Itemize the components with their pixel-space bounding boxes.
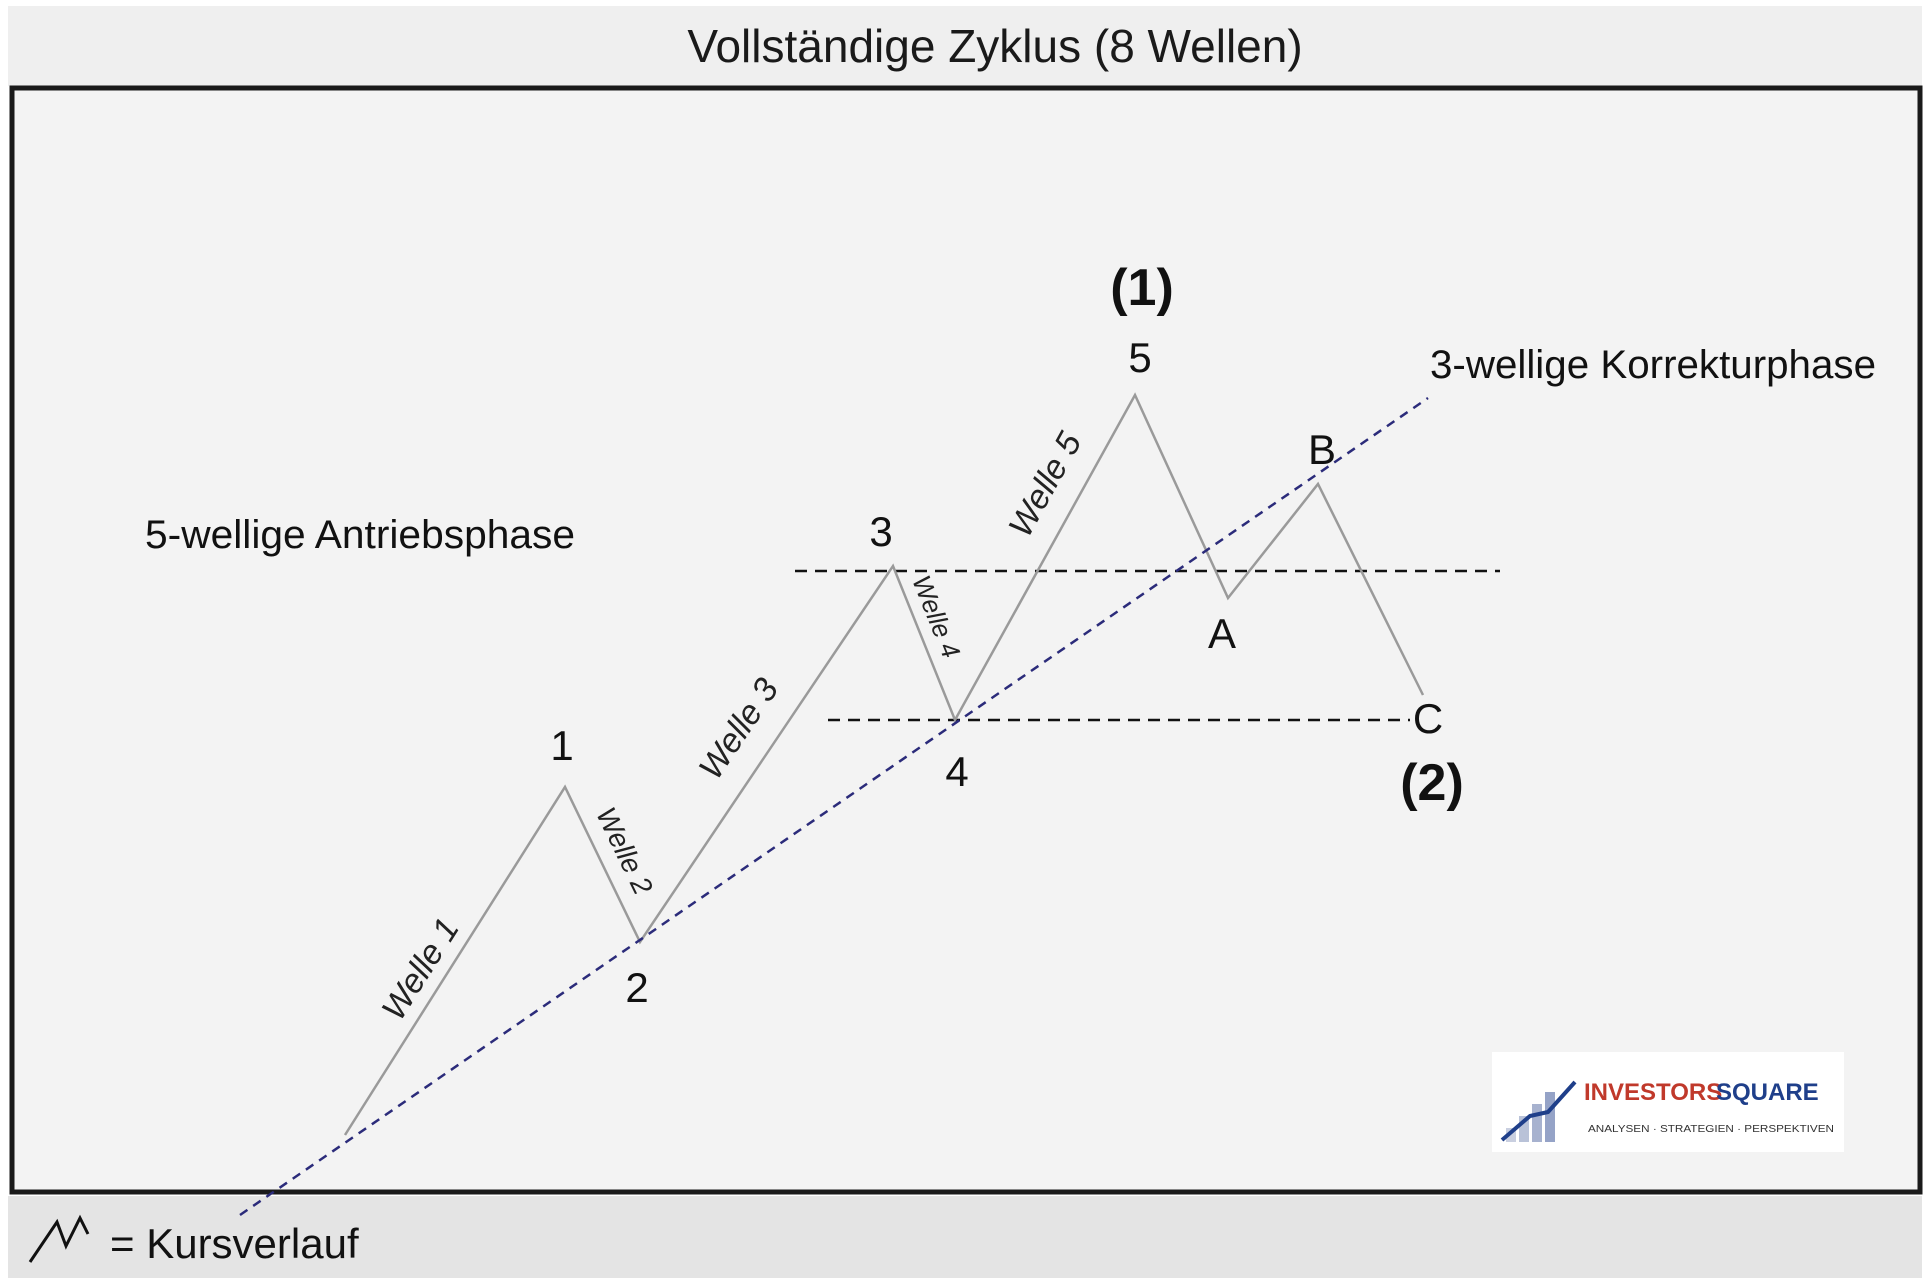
- price-path-legend-icon: [28, 1214, 90, 1263]
- plot-frame: [9, 85, 1923, 1195]
- point-label-2: 2: [625, 964, 648, 1011]
- svg-text:INVESTORS: INVESTORS: [1584, 1079, 1722, 1106]
- point-label-3: 3: [869, 508, 892, 555]
- correction-phase-label: 3-wellige Korrekturphase: [1430, 343, 1876, 387]
- point-label-a: A: [1208, 610, 1236, 657]
- svg-text:ANALYSEN · STRATEGIEN · PERSPE: ANALYSEN · STRATEGIEN · PERSPEKTIVEN: [1588, 1124, 1834, 1135]
- trend-line: [239, 396, 1429, 1217]
- point-label-b: B: [1308, 426, 1336, 473]
- investors-square-logo: INVESTORS SQUARE ANALYSEN · STRATEGIEN ·…: [1492, 1052, 1844, 1152]
- price-path: [343, 392, 1425, 1136]
- point-label-4: 4: [945, 748, 968, 795]
- point-label-1: 1: [550, 722, 573, 769]
- point-label-5: 5: [1128, 334, 1151, 381]
- impulse-phase-label: 5-wellige Antriebsphase: [145, 513, 575, 557]
- svg-text:SQUARE: SQUARE: [1716, 1079, 1819, 1106]
- diagram-title: Vollständige Zyklus (8 Wellen): [687, 20, 1302, 72]
- cycle-bottom-label: (2): [1400, 754, 1464, 812]
- title-bar: [8, 6, 1922, 86]
- legend-bar: [8, 1196, 1922, 1278]
- point-label-c: C: [1413, 695, 1443, 742]
- cycle-top-label: (1): [1110, 259, 1174, 317]
- legend-text: = Kursverlauf: [110, 1220, 359, 1267]
